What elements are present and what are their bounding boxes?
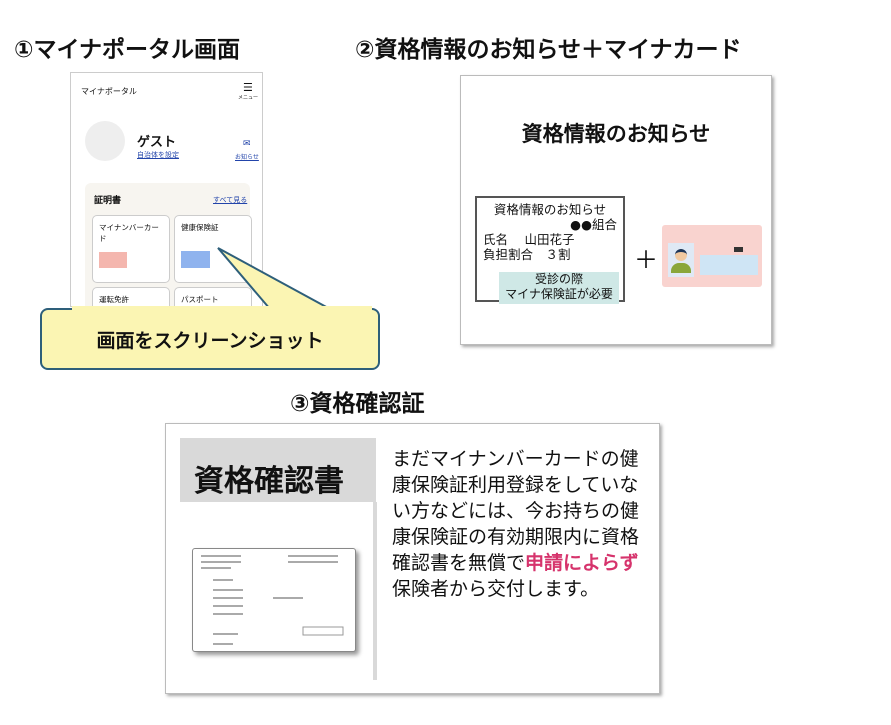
- certificate-image: [192, 548, 356, 652]
- name-value: 山田花子: [524, 232, 575, 247]
- mynumber-card-icon: [99, 252, 127, 268]
- card-label: 健康保険証: [181, 223, 219, 232]
- insurance-card-icon: [181, 251, 210, 268]
- avatar: [85, 121, 125, 161]
- insurer: ●●組合: [570, 217, 617, 232]
- card-mynumber[interactable]: マイナンバーカード: [92, 215, 170, 283]
- card-label: マイナンバーカード: [99, 223, 159, 243]
- card-label: 運転免許: [99, 295, 129, 304]
- certificate-lines: [201, 555, 344, 645]
- callout-join: [72, 306, 372, 310]
- mynumber-card-image: [662, 225, 762, 287]
- card-field: [734, 247, 743, 252]
- name-label: 氏名: [483, 232, 509, 247]
- portal-screenshot: マイナポータル ☰ メニュー ゲスト 自治体を設定 ✉ お知らせ 証明書 すべて…: [70, 72, 263, 307]
- notice-panel-title: 資格情報のお知らせ: [521, 122, 711, 146]
- set-municipality-link[interactable]: 自治体を設定: [137, 151, 179, 159]
- doc-title: 資格情報のお知らせ: [493, 202, 607, 217]
- certs-title: 証明書: [94, 196, 122, 206]
- card-license[interactable]: 運転免許: [92, 287, 170, 306]
- heading-qualification: ③資格確認証: [290, 391, 425, 417]
- card-label: パスポート: [181, 295, 219, 304]
- user-name: ゲスト: [137, 135, 177, 150]
- ratio-label: 負担割合: [483, 247, 534, 262]
- ratio-value: ３割: [545, 247, 571, 262]
- menu-label: メニュー: [238, 95, 259, 101]
- callout-pointer: [217, 247, 331, 310]
- note-line: マイナ保険証が必要: [505, 287, 613, 301]
- qualification-title: 資格確認書: [180, 438, 376, 502]
- heading-notice: ②資格情報のお知らせ＋マイナカード: [355, 37, 742, 63]
- qualification-description: まだマイナンバーカードの健康保険証利用登録をしていない方などには、今お持ちの健康…: [392, 446, 657, 602]
- see-all-link[interactable]: すべて見る: [213, 196, 248, 204]
- description-text: まだマイナンバーカードの健康保険証利用登録をしていない方などには、今お持ちの健康…: [392, 448, 640, 574]
- note-line: 受診の際: [534, 272, 583, 286]
- menu-icon[interactable]: ☰: [243, 81, 253, 94]
- card-passport[interactable]: パスポート: [174, 287, 252, 306]
- highlight-text: 申請によらず: [525, 552, 639, 574]
- divider: [373, 502, 377, 680]
- notice-link[interactable]: お知らせ: [235, 154, 259, 161]
- card-photo: [668, 243, 694, 277]
- description-text-end: 保険者から交付します。: [392, 578, 600, 600]
- card-field: [700, 255, 758, 275]
- notice-document: 資格情報のお知らせ ●●組合 氏名 山田花子 負担割合 ３割 受診の際マイナ保険…: [475, 196, 625, 304]
- notice-note: 受診の際マイナ保険証が必要: [499, 272, 619, 304]
- notice-icon[interactable]: ✉: [243, 139, 251, 149]
- certificates-section: 証明書 すべて見る マイナンバーカード 健康保険証 運転免許 パスポート: [85, 183, 252, 306]
- heading-portal: ①マイナポータル画面: [14, 37, 241, 63]
- callout-box: 画面をスクリーンショット: [40, 308, 380, 370]
- app-title: マイナポータル: [81, 87, 137, 96]
- qualification-panel: 資格確認書: [165, 423, 660, 694]
- plus-sign: ＋: [634, 246, 658, 274]
